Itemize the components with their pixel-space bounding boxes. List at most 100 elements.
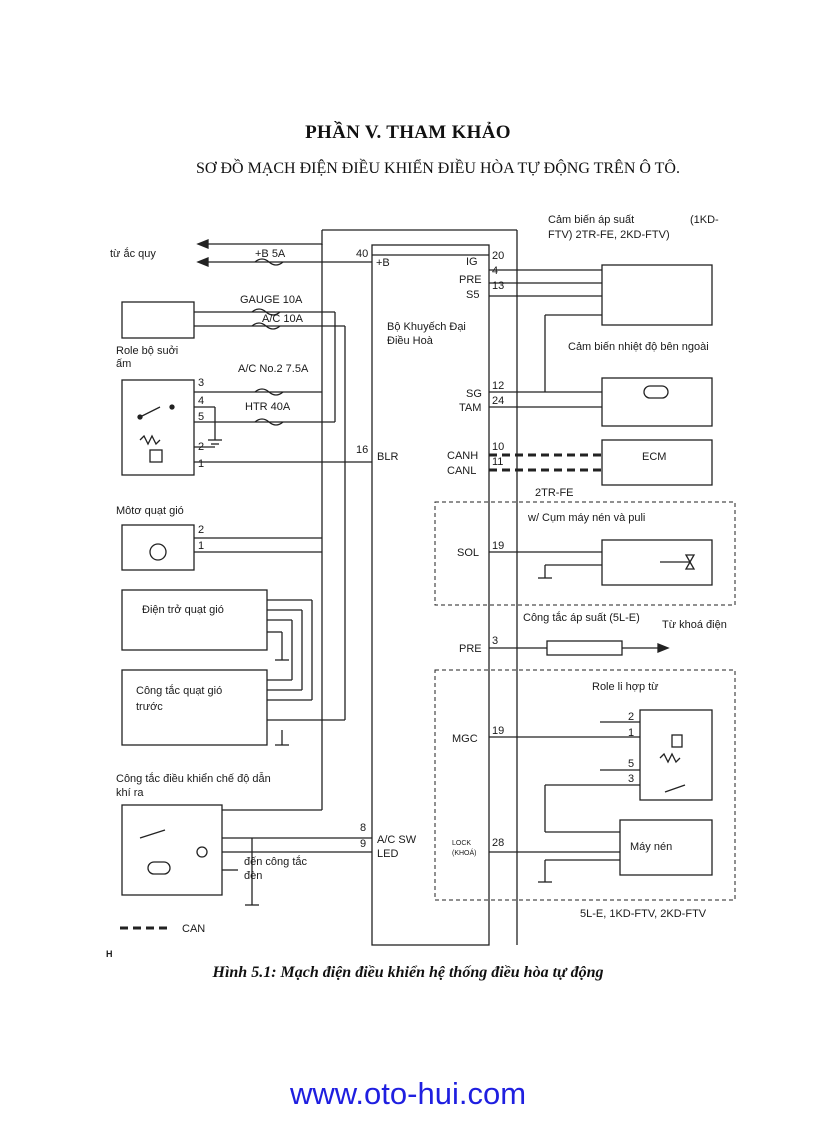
pin-label: LED bbox=[377, 848, 398, 860]
pin-number: 28 bbox=[492, 837, 504, 849]
compressor-pulley-frame bbox=[434, 501, 736, 606]
pin-label: MGC bbox=[452, 733, 478, 745]
lamp-icon bbox=[147, 861, 171, 875]
arrow-left-icon bbox=[196, 239, 209, 249]
pin-number: 20 bbox=[492, 250, 504, 262]
blower-motor-label: Môtơ quạt gió bbox=[116, 505, 184, 517]
lock-label: (KHOÁ) bbox=[452, 848, 477, 857]
pin-label: PRE bbox=[459, 274, 482, 286]
figure-caption: Hình 5.1: Mạch điện điều khiển hệ thống … bbox=[212, 964, 604, 981]
mode-switch-label: khí ra bbox=[116, 787, 144, 799]
fuse-htr-label: HTR 40A bbox=[245, 401, 291, 413]
pressure-sensor-model: FTV) 2TR-FE, 2KD-FTV) bbox=[548, 229, 670, 241]
pin-number: 24 bbox=[492, 395, 504, 407]
pin-number: 1 bbox=[198, 540, 204, 552]
pin-number: 2 bbox=[198, 441, 204, 453]
fuse-icon bbox=[254, 388, 284, 396]
arrow-right-icon bbox=[657, 643, 670, 653]
compressor-pulley-label: w/ Cụm máy nén và puli bbox=[527, 512, 645, 524]
ecu-label: Điều Hoà bbox=[387, 335, 434, 347]
tr-fe-label: 2TR-FE bbox=[535, 487, 574, 499]
outside-temp-sensor-box bbox=[601, 377, 713, 427]
pin-label: BLR bbox=[377, 451, 398, 463]
lock-label: LOCK bbox=[452, 840, 471, 847]
light-switch-label: đèn bbox=[244, 870, 262, 882]
pin-number: 2 bbox=[198, 524, 204, 536]
pressure-sensor-model: (1KD- bbox=[690, 214, 719, 226]
magnetic-relay-label: Role li hợp từ bbox=[592, 681, 659, 693]
pressure-sensor-label: Cảm biến áp suất bbox=[548, 214, 634, 226]
blower-switch-box bbox=[121, 669, 268, 746]
website-link[interactable]: www.oto-hui.com bbox=[289, 1076, 527, 1111]
pin-label: PRE bbox=[459, 643, 482, 655]
pin-number: 12 bbox=[492, 380, 504, 392]
heater-relay-box bbox=[121, 379, 195, 476]
pin-number: 3 bbox=[492, 635, 498, 647]
pin-number: 11 bbox=[492, 456, 503, 468]
ignition-label: Từ khoá điện bbox=[662, 619, 727, 631]
pin-number: 16 bbox=[356, 444, 368, 456]
ac-circuit-diagram: từ ắc quy +B 5A GAUGE 10A A/C 10A A/C No… bbox=[106, 214, 736, 959]
pin-label: A/C SW bbox=[377, 834, 417, 846]
ecu-box bbox=[371, 244, 490, 946]
fuse-b-label: +B 5A bbox=[255, 248, 286, 260]
fuse-icon bbox=[254, 258, 284, 266]
pressure-sensor-box bbox=[601, 264, 713, 326]
mode-switch-box bbox=[121, 804, 223, 896]
blower-switch-label: Công tắc quạt gió bbox=[136, 684, 222, 697]
pin-number: 4 bbox=[198, 395, 204, 407]
pin-number: 5 bbox=[198, 411, 204, 423]
pin-number: 10 bbox=[492, 441, 504, 453]
thermistor-icon bbox=[643, 385, 669, 399]
pin-number: 19 bbox=[492, 725, 504, 737]
fuse-icon bbox=[251, 322, 281, 330]
pressure-switch-box bbox=[546, 640, 623, 656]
ecu-label: Bộ Khuyếch Đại bbox=[387, 321, 466, 333]
compressor-box bbox=[619, 819, 713, 876]
pin-label: SOL bbox=[457, 547, 479, 559]
pin-number: 4 bbox=[492, 265, 498, 277]
led-icon bbox=[196, 846, 208, 858]
heater-relay-label: Role bộ suởi bbox=[116, 345, 178, 357]
pin-number: 9 bbox=[360, 838, 366, 850]
fuse-ac-label: A/C 10A bbox=[262, 313, 304, 325]
pin-number: 13 bbox=[492, 280, 504, 292]
pin-label: TAM bbox=[459, 402, 481, 414]
heater-relay-label: ấm bbox=[116, 358, 131, 370]
fuse-icon bbox=[251, 308, 281, 316]
pin-label: SG bbox=[466, 388, 482, 400]
pin-number: 3 bbox=[628, 773, 634, 785]
blower-switch-label: trước bbox=[136, 701, 163, 713]
mode-switch-label: Công tắc điều khiển chế độ dẫn bbox=[116, 772, 271, 785]
outside-sensor-label: Cảm biến nhiệt độ bên ngoài bbox=[568, 341, 709, 353]
pin-label: CANH bbox=[447, 450, 478, 462]
blower-resistor-box bbox=[121, 589, 268, 651]
pin-label: +B bbox=[376, 257, 390, 269]
pin-label: IG bbox=[466, 256, 478, 268]
arrow-left-icon bbox=[196, 257, 209, 267]
valve-icon bbox=[684, 554, 696, 570]
fuse-icon bbox=[254, 418, 284, 426]
blower-motor-box bbox=[121, 524, 195, 571]
fuse-gauge-label: GAUGE 10A bbox=[240, 294, 303, 306]
pin-number: 1 bbox=[198, 458, 204, 470]
pin-number: 3 bbox=[198, 377, 204, 389]
pin-number: 19 bbox=[492, 540, 504, 552]
pin-number: 2 bbox=[628, 711, 634, 723]
magnetic-relay-box bbox=[639, 709, 713, 801]
pin-number: 8 bbox=[360, 822, 366, 834]
page-title: PHẦN V. THAM KHẢO bbox=[305, 122, 511, 143]
pressure-switch-label: Công tắc áp suất (5L-E) bbox=[523, 611, 640, 624]
compressor-label: Máy nén bbox=[630, 841, 672, 853]
page-subtitle: SƠ ĐỒ MẠCH ĐIỆN ĐIỀU KHIỂN ĐIỀU HÒA TỰ Đ… bbox=[196, 160, 680, 177]
pin-number: 40 bbox=[356, 248, 368, 260]
magnetic-clutch-frame bbox=[434, 669, 736, 901]
light-switch-label: đến công tắc bbox=[244, 855, 307, 868]
battery-label: từ ắc quy bbox=[110, 247, 156, 260]
power-source-box bbox=[121, 301, 195, 339]
models-bottom-label: 5L-E, 1KD-FTV, 2KD-FTV bbox=[580, 908, 707, 920]
corner-mark: H bbox=[106, 949, 113, 959]
motor-icon bbox=[149, 543, 167, 561]
fuse-ac2-label: A/C No.2 7.5A bbox=[238, 363, 309, 375]
can-legend-label: CAN bbox=[182, 923, 205, 935]
